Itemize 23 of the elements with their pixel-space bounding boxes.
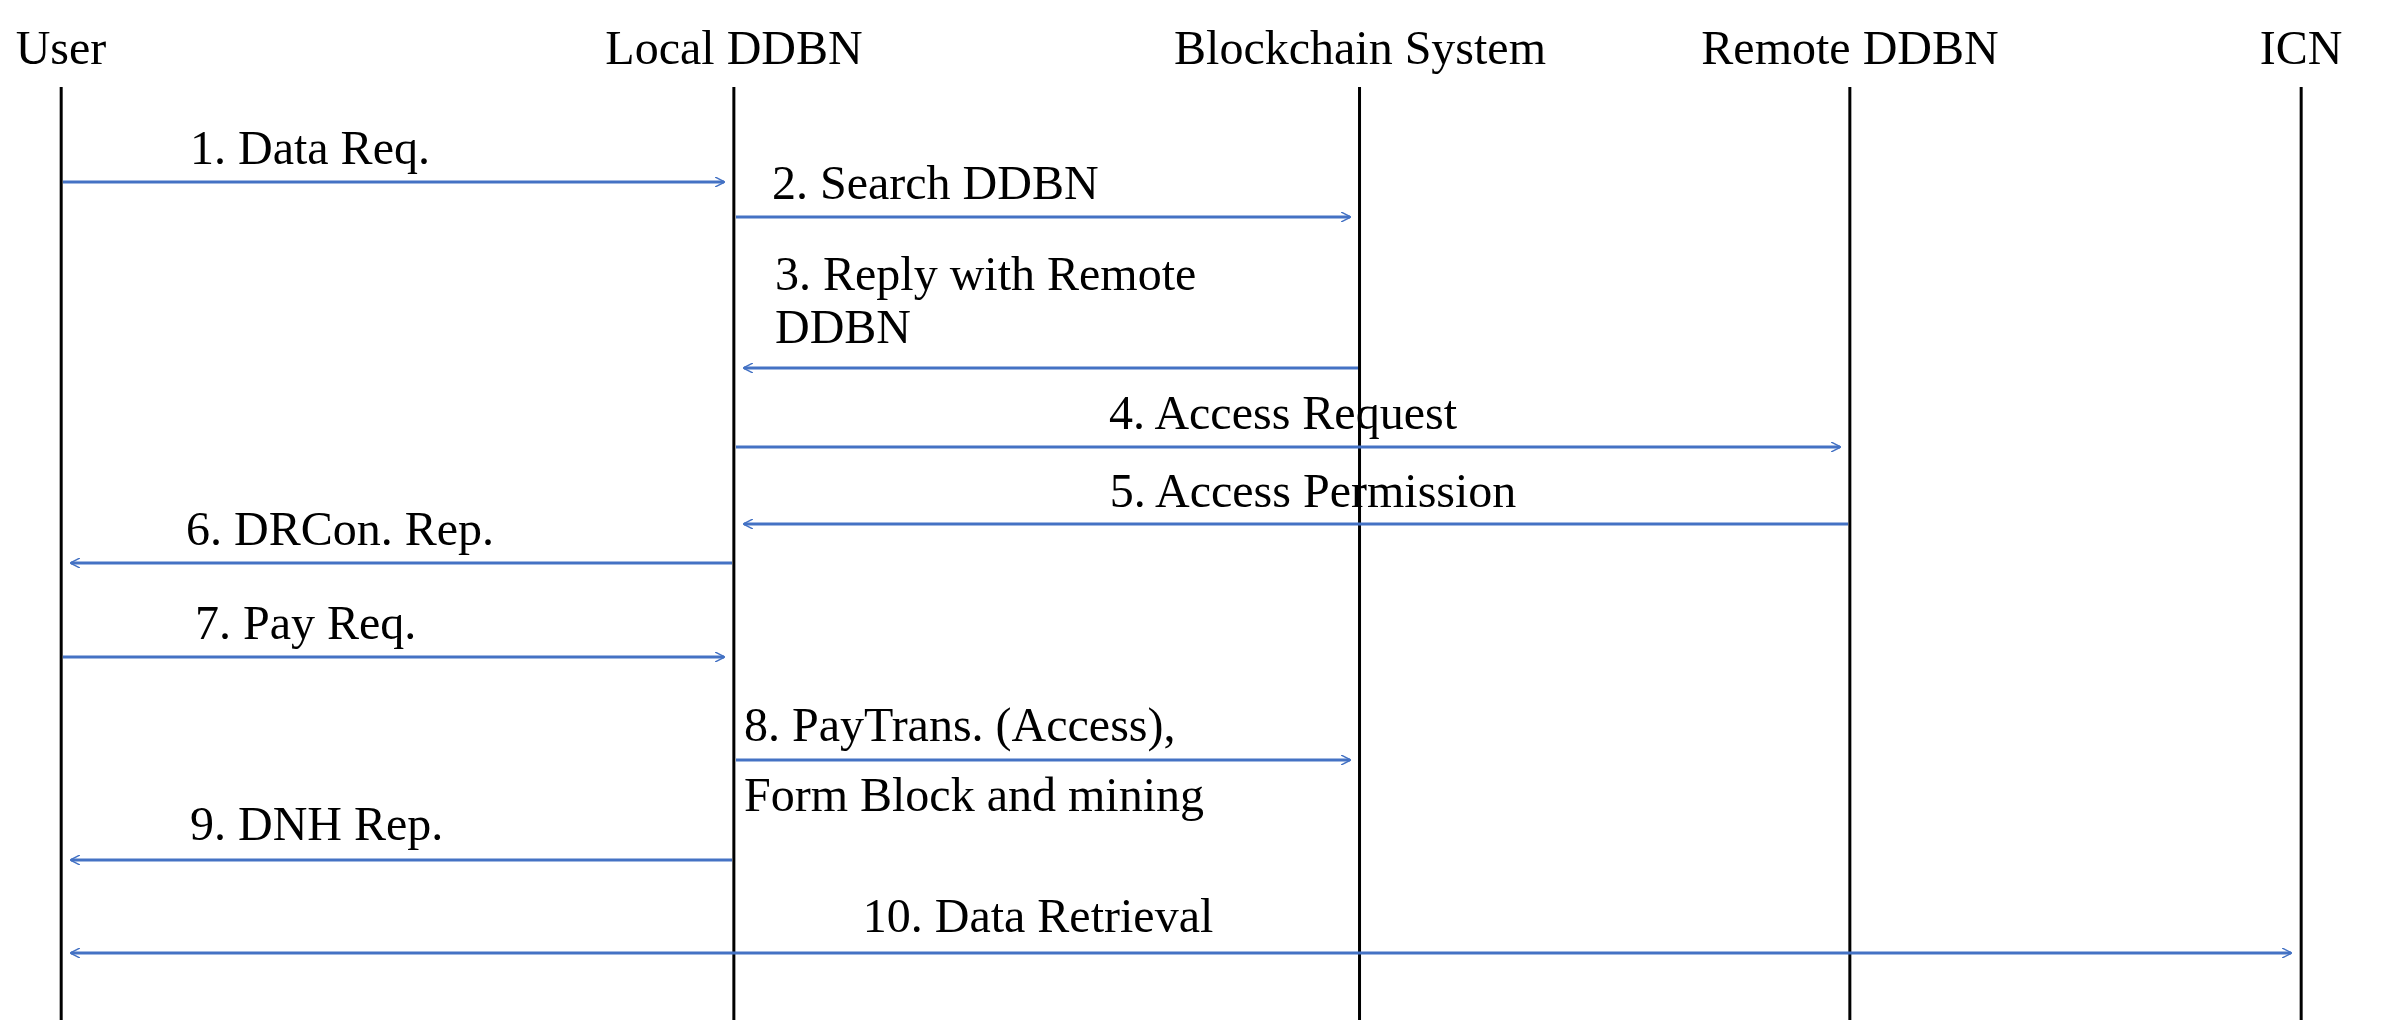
message-arrow bbox=[63, 176, 726, 188]
message-arrow bbox=[69, 947, 2293, 959]
edge-label: 10. Data Retrieval bbox=[862, 890, 1214, 943]
message-arrow bbox=[63, 651, 726, 663]
participant-label: Remote DDBN bbox=[1701, 22, 1999, 75]
edge-label: 2. Search DDBN bbox=[772, 157, 1099, 210]
message-arrow bbox=[69, 557, 732, 569]
edge-label: 3. Reply with Remote DDBN bbox=[775, 248, 1198, 354]
participant-label: Blockchain System bbox=[1174, 22, 1546, 75]
participant-label: User bbox=[15, 22, 107, 75]
message-arrow bbox=[736, 211, 1352, 223]
edge-label: 7. Pay Req. bbox=[195, 597, 417, 650]
message-arrow bbox=[736, 754, 1352, 766]
message-arrow bbox=[736, 441, 1842, 453]
message-arrow bbox=[69, 854, 732, 866]
participant-label: ICN bbox=[2259, 22, 2343, 75]
message-arrow bbox=[742, 362, 1358, 374]
edge-label: 8. PayTrans. (Access), Form Block and mining bbox=[744, 697, 1205, 823]
edge-label: 1. Data Req. bbox=[190, 122, 430, 175]
edge-label: 6. DRCon. Rep. bbox=[186, 503, 494, 556]
edge-label: 9. DNH Rep. bbox=[190, 798, 444, 851]
participant-label: Local DDBN bbox=[605, 22, 863, 75]
message-arrow bbox=[742, 518, 1848, 530]
